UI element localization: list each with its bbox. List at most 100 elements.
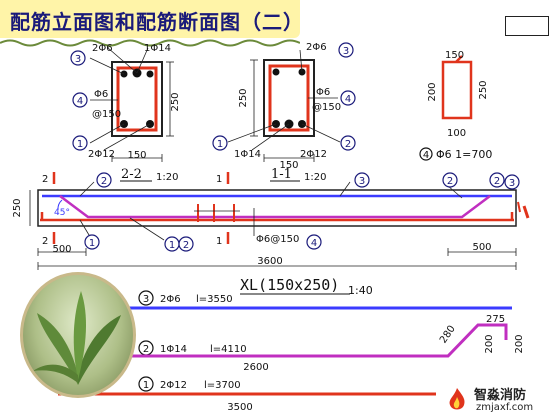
angle-label: 45° xyxy=(54,208,70,218)
top-bar-right xyxy=(146,70,154,78)
schedule-dim-bottom-1: 3500 xyxy=(227,402,252,413)
cut-1-label-bottom: 1 xyxy=(216,236,222,247)
schedule-length-3: l=3550 xyxy=(196,294,233,305)
bottom-bar-2-label: 2Φ12 xyxy=(300,149,327,160)
schedule-marker-1-text: 1 xyxy=(143,380,149,391)
flame-logo-icon xyxy=(449,388,465,410)
marker-2-b xyxy=(442,172,458,188)
stirrup-dim-right: 250 xyxy=(478,80,489,99)
total-dim: 3600 xyxy=(257,256,282,267)
top-bar-label: 2Φ6 xyxy=(92,43,113,54)
height-dim: 250 xyxy=(170,92,181,111)
marker-2-d-text: 2 xyxy=(183,240,189,251)
beam-title: XL(150x250) 1:40 xyxy=(240,276,373,297)
marker-4 xyxy=(306,234,322,250)
section-1-1: 3 4 1 2 2Φ6 Φ6 @150 1Φ14 2Φ12 250 150 1-… xyxy=(212,42,356,183)
schedule-spec-2: 1Φ14 xyxy=(160,344,187,355)
marker-3-text: 3 xyxy=(75,54,81,65)
beam-outline xyxy=(37,189,517,227)
title-ornament xyxy=(0,39,300,47)
stirrup-bar-label: Φ6 xyxy=(316,87,330,98)
left-dim: 500 xyxy=(52,244,71,255)
marker-3 xyxy=(70,50,86,66)
schedule-dim-diag: 280 xyxy=(438,324,458,346)
marker-1-b-text: 1 xyxy=(169,240,175,251)
schedule-spec-3: 2Φ6 xyxy=(160,294,181,305)
view-label: 2-2 xyxy=(121,167,142,182)
cut-2-label-top: 2 xyxy=(42,174,48,185)
marker-1-a xyxy=(84,234,100,250)
marker-4 xyxy=(419,147,433,161)
stirrup-spacing-label: @150 xyxy=(312,102,341,113)
schedule-dim-bottom-2: 2600 xyxy=(243,362,268,373)
marker-2-a-text: 2 xyxy=(101,176,107,187)
beam-height-dim: 250 xyxy=(12,198,23,217)
watermark-url: zmjaxf.com xyxy=(476,402,534,413)
bottom-bar-1-label: 1Φ14 xyxy=(234,149,261,160)
schedule-marker-3 xyxy=(138,290,154,306)
schedule-marker-3-text: 3 xyxy=(143,294,149,305)
width-dim: 150 xyxy=(279,160,298,171)
height-dim: 250 xyxy=(238,88,249,107)
schedule-spec-1: 2Φ12 xyxy=(160,380,187,391)
stirrup-dim-bottom: 100 xyxy=(447,128,466,139)
stirrup-note: Φ6@150 xyxy=(256,234,299,245)
plant-photo xyxy=(20,272,136,398)
marker-2-c xyxy=(489,172,505,188)
marker-4-text: 4 xyxy=(77,96,83,107)
schedule-marker-2-text: 2 xyxy=(143,344,149,355)
stirrup-bar-label: Φ6 xyxy=(94,89,108,100)
marker-2-text: 2 xyxy=(345,139,351,150)
marker-2-b-text: 2 xyxy=(447,176,453,187)
top-bar-label: 2Φ6 xyxy=(306,42,327,53)
view-scale: 1:20 xyxy=(156,172,178,183)
stirrup-detail: 150 200 250 100 4 Φ6 1=700 xyxy=(419,50,492,161)
top-bar-number-label: 1Φ14 xyxy=(144,43,171,54)
marker-4-text: 4 xyxy=(423,150,429,161)
schedule-marker-1 xyxy=(138,376,154,392)
title-banner: 配筋立面图和配筋断面图（二） xyxy=(0,0,303,38)
concrete-outline xyxy=(111,61,163,137)
beam-scale: 1:40 xyxy=(348,284,373,297)
marker-2 xyxy=(340,135,356,151)
marker-3-text: 3 xyxy=(343,46,349,57)
stirrup-spacing-label: @150 xyxy=(92,109,121,120)
marker-4-text: 4 xyxy=(345,94,351,105)
top-bar-left xyxy=(272,68,280,76)
marker-2-c-text: 2 xyxy=(494,176,500,187)
section-2-2: 3 4 1 2Φ6 1Φ14 Φ6 @150 2Φ12 250 150 2-2 … xyxy=(70,43,181,183)
stirrup xyxy=(116,66,158,132)
watermark: 智淼消防 zmjaxf.com xyxy=(440,380,560,420)
marker-3-a-text: 3 xyxy=(359,176,365,187)
marker-3-a xyxy=(354,172,370,188)
schedule-length-2: l=4110 xyxy=(210,344,247,355)
width-dim: 150 xyxy=(127,150,146,161)
marker-4 xyxy=(340,90,356,106)
right-dim: 500 xyxy=(472,242,491,253)
bent-bar xyxy=(59,195,491,219)
cut-2-label-bottom: 2 xyxy=(42,236,48,247)
marker-4-text: 4 xyxy=(311,238,317,249)
marker-1 xyxy=(72,135,88,151)
schedule-dim-right-h2: 200 xyxy=(514,334,525,353)
schedule-length-1: l=3700 xyxy=(204,380,241,391)
stirrup-label: Φ6 1=700 xyxy=(436,148,492,161)
schedule-dim-right-h: 200 xyxy=(484,334,495,353)
view-label: 1-1 xyxy=(271,167,292,182)
marker-1-text: 1 xyxy=(217,139,223,150)
stirrup-shape xyxy=(441,60,473,120)
cut-1-label-top: 1 xyxy=(216,174,222,185)
schedule-dim-top-right: 275 xyxy=(486,314,505,325)
beam-name: XL(150x250) xyxy=(240,276,339,294)
marker-1-text: 1 xyxy=(77,139,83,150)
marker-4 xyxy=(72,92,88,108)
marker-1-a-text: 1 xyxy=(89,238,95,249)
stirrup-dim-left: 200 xyxy=(427,82,438,101)
corner-box xyxy=(505,16,549,36)
marker-3-b xyxy=(504,174,520,190)
bottom-bar-label: 2Φ12 xyxy=(88,149,115,160)
page-title: 配筋立面图和配筋断面图（二） xyxy=(10,10,304,34)
marker-2-a xyxy=(96,172,112,188)
stirrup-dim-top: 150 xyxy=(445,50,464,61)
